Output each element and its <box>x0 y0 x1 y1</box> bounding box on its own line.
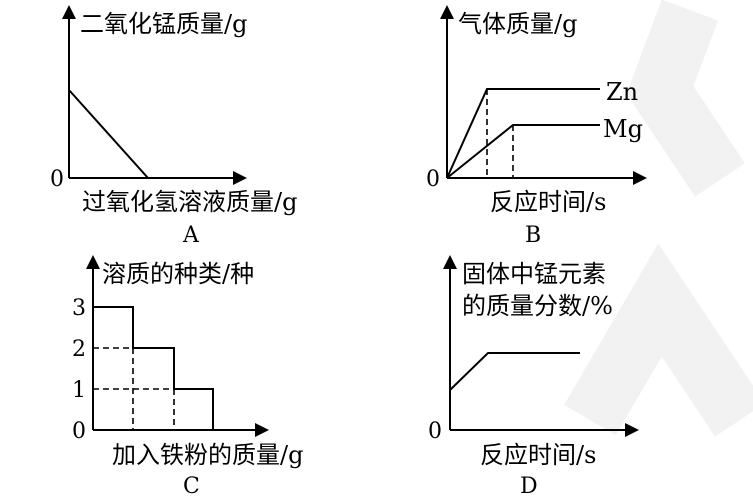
panel-c-step-line <box>93 306 214 430</box>
panel-a-letter: A <box>182 223 200 248</box>
panel-d: 固体中锰元素 的质量分数/% 0 反应时间/s D <box>428 255 639 498</box>
panel-b-zn-label: Zn <box>606 78 638 106</box>
panel-a-y-label: 二氧化锰质量/g <box>80 10 247 38</box>
panel-d-origin: 0 <box>428 419 442 444</box>
panel-a-series-line <box>68 89 149 179</box>
panel-c-letter: C <box>183 474 200 498</box>
panel-b-mg-label: Mg <box>603 115 643 143</box>
panel-b-origin: 0 <box>426 167 440 192</box>
panel-c-ytick-1: 1 <box>72 378 86 403</box>
panel-b-x-label: 反应时间/s <box>490 188 606 216</box>
watermark <box>564 0 753 437</box>
panel-c-ytick-2: 2 <box>72 337 86 362</box>
panel-b: 气体质量/g 0 Zn Mg 反应时间/s B <box>426 5 647 248</box>
panel-b-zn-line <box>446 88 600 179</box>
panel-d-y-label-line2: 的质量分数/% <box>462 292 613 320</box>
panel-d-x-label: 反应时间/s <box>480 441 596 469</box>
panel-a: 二氧化锰质量/g 0 过氧化氢溶液质量/g A <box>50 5 297 248</box>
panel-d-letter: D <box>520 474 538 498</box>
panel-d-y-label-line1: 固体中锰元素 <box>462 260 606 288</box>
panel-a-x-label: 过氧化氢溶液质量/g <box>82 188 297 216</box>
panel-a-origin: 0 <box>50 167 64 192</box>
panel-b-letter: B <box>525 223 541 248</box>
panel-d-series-line <box>449 352 580 391</box>
panel-c-origin: 0 <box>72 419 86 444</box>
panel-c-y-label: 溶质的种类/种 <box>102 260 254 288</box>
panel-c-ytick-3: 3 <box>72 296 86 321</box>
panel-b-mg-line <box>446 124 600 179</box>
panel-b-y-label: 气体质量/g <box>458 10 577 38</box>
panel-c: 溶质的种类/种 0 1 2 3 加入铁粉的质量/g C <box>72 255 303 498</box>
panel-c-x-label: 加入铁粉的质量/g <box>112 441 303 469</box>
